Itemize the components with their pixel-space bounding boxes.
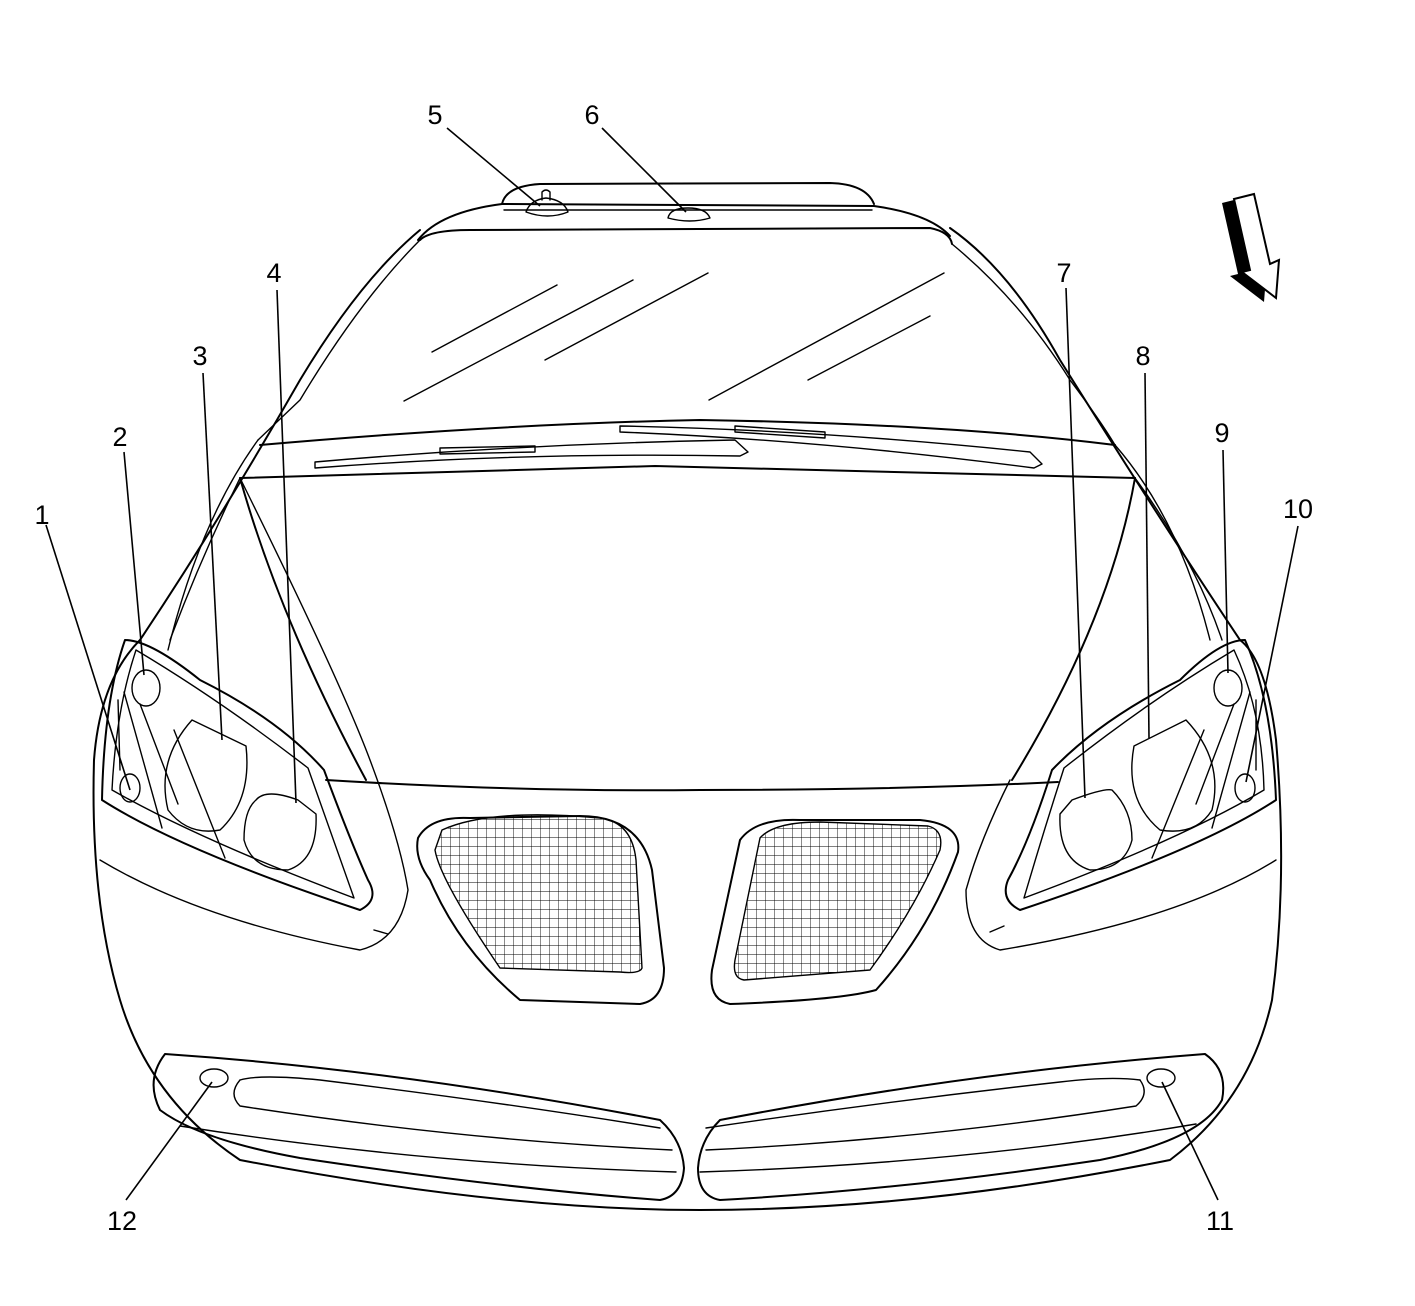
fog-lamp-left <box>199 1068 229 1088</box>
side-marker-left-upper <box>131 669 161 707</box>
hood <box>167 439 1223 792</box>
callout-12: 12 <box>107 1206 137 1236</box>
grille-right <box>710 818 960 1005</box>
windshield-wipers <box>259 419 1116 469</box>
callout-7: 7 <box>1056 258 1071 288</box>
side-marker-right-lower <box>1234 773 1256 803</box>
fog-lamp-right <box>1146 1068 1176 1088</box>
roof-and-windshield <box>139 182 1241 641</box>
headlamp-assembly-left <box>101 639 374 911</box>
callout-6: 6 <box>584 100 599 130</box>
callout-leaders <box>45 127 1299 1201</box>
roof-lamp <box>667 207 711 222</box>
view-direction-arrow-icon <box>1222 192 1281 302</box>
headlamp-assembly-right <box>1004 639 1277 911</box>
callout-11: 11 <box>1206 1206 1234 1236</box>
callout-8: 8 <box>1135 341 1150 371</box>
callout-5: 5 <box>427 100 442 130</box>
front-fascia <box>92 477 1283 1211</box>
callout-2: 2 <box>112 422 127 452</box>
callout-1: 1 <box>34 500 49 530</box>
callout-10: 10 <box>1283 494 1313 524</box>
roof-antenna <box>525 189 569 217</box>
callout-9: 9 <box>1214 418 1229 448</box>
callout-3: 3 <box>192 341 207 371</box>
side-marker-left-lower <box>119 773 141 803</box>
side-marker-right-upper <box>1213 669 1243 707</box>
grille-left <box>416 814 665 1005</box>
callout-labels: 1 2 3 4 5 6 7 8 9 10 11 12 <box>34 100 1313 1236</box>
callout-4: 4 <box>266 258 281 288</box>
